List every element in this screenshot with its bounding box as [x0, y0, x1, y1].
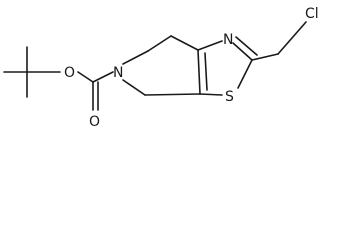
bond-ch2-to-cl	[277, 21, 307, 55]
bond-ether-o-to-carbonyl	[77, 71, 94, 83]
structure-diagram: O O N N S Cl	[3, 6, 319, 130]
atom-label-oxygen-carbonyl: O	[89, 114, 100, 130]
atom-label-nitrogen-thiazole: N	[223, 32, 233, 48]
bond-ring-n-to-ch2-bottom	[122, 79, 146, 96]
bond-ch2-top-to-ch2-upper	[147, 35, 172, 52]
bond-s-to-fusion-bottom	[199, 93, 223, 96]
bond-ch2-upper-to-fusion-top	[170, 35, 199, 51]
bond-ch2-bottom-to-fusion-bottom	[144, 93, 201, 96]
bond-fusion-top-to-n	[197, 40, 223, 51]
bond-fusion-double-b	[204, 52, 208, 91]
bond-carbonyl-to-ring-n	[92, 71, 114, 83]
bond-ring-n-to-ch2-top	[122, 50, 149, 65]
atom-label-chlorine: Cl	[305, 6, 319, 22]
atom-label-sulfur: S	[225, 89, 234, 105]
atom-label-nitrogen-ring: N	[113, 65, 123, 81]
bond-c2-to-s	[237, 59, 253, 89]
molecule-drawing: O O N N S Cl	[3, 6, 319, 130]
atom-label-oxygen-ester: O	[64, 65, 75, 81]
bond-n-to-c2-double-b	[235, 36, 258, 56]
bond-c2-to-ch2	[251, 53, 279, 61]
bond-fusion-double-a	[197, 49, 201, 95]
bond-n-to-c2-double-a	[232, 42, 253, 61]
